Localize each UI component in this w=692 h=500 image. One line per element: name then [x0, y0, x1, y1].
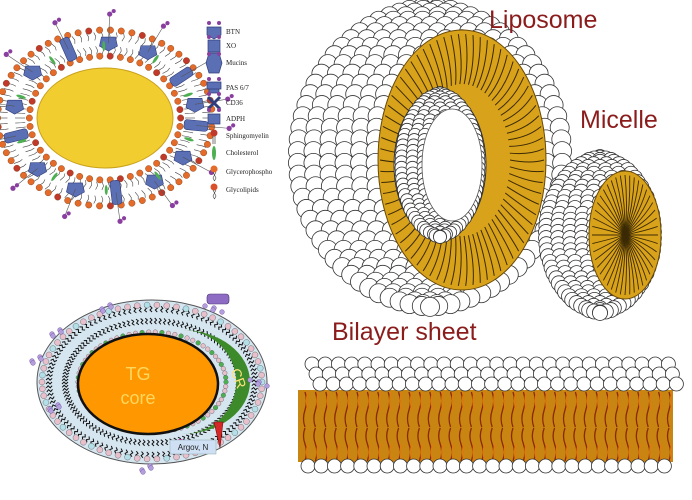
bilayer-tail-region [298, 390, 673, 462]
sphingomyelin-icon [210, 129, 218, 144]
tg-core-label-line2: core [120, 388, 155, 408]
cd36-protein-icon [206, 92, 222, 111]
legend-label: Sphingomyelin [226, 132, 269, 140]
bilayer-heads [300, 356, 684, 474]
micelle-illustration [538, 149, 662, 321]
liposome-lumen [421, 108, 483, 222]
mucin-protein-icon [205, 52, 223, 74]
globule-core [36, 67, 174, 169]
cholesterol-icon [212, 146, 216, 160]
liposome-illustration [287, 0, 573, 317]
legend-label: Glycolipids [226, 186, 259, 194]
membrane-heads [0, 26, 216, 210]
credit-label: Argov, N [178, 443, 209, 452]
bilayer-sheet-label: Bilayer sheet [332, 318, 477, 346]
liposome-label: Liposome [489, 6, 598, 34]
fat-globule-cross-section: TG core CR Argov, N [29, 293, 270, 475]
adph-protein-icon [207, 108, 221, 125]
legend-label: ADPH [226, 115, 245, 123]
micelle-label: Micelle [580, 106, 658, 134]
milk-fat-globule-diagram [0, 8, 236, 224]
surface-protein-block [206, 293, 230, 305]
legend-label: PAS 6/7 [226, 84, 249, 92]
membrane-proteins [0, 8, 236, 224]
credit-box [169, 439, 217, 455]
bilayer-tails [302, 391, 673, 462]
legend-label: Cholesterol [226, 149, 258, 157]
red-protein-marker [213, 421, 224, 449]
xo-protein-icon [207, 35, 221, 53]
cr-crescent [182, 330, 250, 434]
legend-label: Mucins [226, 59, 247, 67]
glycolipid-icon [210, 183, 218, 200]
micelle-tails [592, 174, 658, 296]
cr-label: CR [228, 366, 250, 390]
legend-label: BTN [226, 28, 240, 36]
tg-core [76, 332, 220, 436]
legend-label: XO [226, 42, 236, 50]
glycerophospholipid-icon [210, 165, 218, 182]
bilayer-sheet-illustration [298, 356, 684, 474]
legend-label: CD36 [226, 99, 243, 107]
legend-label: Glycerophospho [226, 168, 273, 176]
globule-glyco-chains [29, 302, 270, 475]
tg-core-label-line1: TG [126, 364, 151, 384]
pas-protein-icon [206, 77, 222, 94]
